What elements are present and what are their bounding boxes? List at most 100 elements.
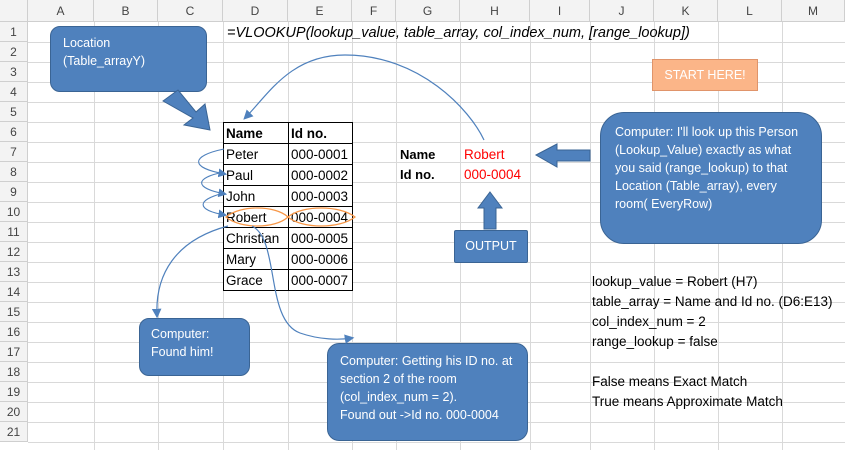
row-header-19[interactable]: 19	[0, 382, 28, 402]
row-header-5[interactable]: 5	[0, 102, 28, 122]
note-col-index[interactable]: col_index_num = 2	[592, 314, 706, 329]
table-cell-id[interactable]: 000-0004	[288, 206, 353, 228]
block-arrow-up	[477, 191, 503, 230]
table-cell-id[interactable]: 000-0007	[288, 269, 353, 291]
grid-line	[530, 22, 531, 450]
grid-line	[28, 282, 845, 283]
result-id-label[interactable]: Id no.	[400, 167, 435, 182]
row-header-15[interactable]: 15	[0, 302, 28, 322]
row-header-10[interactable]: 10	[0, 202, 28, 222]
row-header-17[interactable]: 17	[0, 342, 28, 362]
result-id-value[interactable]: 000-0004	[464, 167, 522, 182]
row-header-3[interactable]: 3	[0, 62, 28, 82]
column-header-d[interactable]: D	[223, 0, 288, 22]
row-header-4[interactable]: 4	[0, 82, 28, 102]
table-cell-id[interactable]: 000-0006	[288, 248, 353, 270]
row-header-12[interactable]: 12	[0, 242, 28, 262]
table-cell-name[interactable]: Robert	[223, 206, 289, 228]
block-arrow-left	[534, 143, 591, 168]
column-header-g[interactable]: G	[396, 0, 460, 22]
grid-line	[28, 202, 845, 203]
row-header-20[interactable]: 20	[0, 402, 28, 422]
row-header-18[interactable]: 18	[0, 362, 28, 382]
grid-line	[28, 242, 845, 243]
table-row: John 000-0003	[223, 185, 353, 207]
table-row: Peter 000-0001	[223, 143, 353, 165]
scan-arrow	[201, 171, 228, 198]
table-cell-id[interactable]: 000-0005	[288, 227, 353, 249]
row-header-21[interactable]: 21	[0, 422, 28, 442]
grid-line	[28, 222, 845, 223]
grid-line	[590, 22, 591, 450]
grid-line	[352, 22, 353, 450]
column-header-b[interactable]: B	[94, 0, 158, 22]
grid-line	[28, 42, 845, 43]
note-range-lookup[interactable]: range_lookup = false	[592, 334, 718, 349]
callout-computer-lookup[interactable]: Computer: I'll look up this Person (Look…	[600, 112, 822, 244]
column-header-c[interactable]: C	[158, 0, 223, 22]
row-header-7[interactable]: 7	[0, 142, 28, 162]
note-true-approx[interactable]: True means Approximate Match	[592, 394, 783, 409]
row-header-16[interactable]: 16	[0, 322, 28, 342]
highlight-ellipse-robert	[225, 207, 289, 227]
grid-line	[28, 342, 845, 343]
grid-line	[94, 22, 95, 450]
callout-found-him[interactable]: Computer: Found him!	[139, 318, 250, 376]
table-cell-id[interactable]: 000-0002	[288, 164, 353, 186]
row-header-2[interactable]: 2	[0, 42, 28, 62]
row-header-11[interactable]: 11	[0, 222, 28, 242]
column-header-l[interactable]: L	[718, 0, 782, 22]
column-header-k[interactable]: K	[654, 0, 718, 22]
table-cell-name[interactable]: Peter	[223, 143, 289, 165]
table-row: Mary 000-0006	[223, 248, 353, 270]
grid-line	[28, 442, 845, 443]
row-header-1[interactable]: 1	[0, 22, 28, 42]
output-box[interactable]: OUTPUT	[454, 230, 528, 263]
note-lookup-value[interactable]: lookup_value = Robert (H7)	[592, 274, 758, 289]
grid-line	[28, 182, 845, 183]
grid-line	[28, 302, 845, 303]
grid-line	[28, 82, 845, 83]
column-header-f[interactable]: F	[352, 0, 396, 22]
grid-line	[28, 122, 845, 123]
callout-location[interactable]: Location (Table_arrayY)	[50, 26, 207, 92]
table-header-name[interactable]: Name	[223, 122, 289, 144]
grid-line	[28, 262, 845, 263]
table-cell-name[interactable]: Paul	[223, 164, 289, 186]
curve-arrow-found	[151, 225, 229, 319]
select-all-corner[interactable]	[0, 0, 28, 22]
column-header-h[interactable]: H	[460, 0, 530, 22]
row-header-9[interactable]: 9	[0, 182, 28, 202]
result-name-label[interactable]: Name	[400, 147, 436, 162]
column-header-j[interactable]: J	[590, 0, 654, 22]
column-header-e[interactable]: E	[288, 0, 352, 22]
grid-line	[396, 22, 397, 450]
table-header-id[interactable]: Id no.	[288, 122, 353, 144]
column-header-a[interactable]: A	[28, 0, 94, 22]
start-here-box[interactable]: START HERE!	[652, 59, 758, 91]
table-cell-name[interactable]: Mary	[223, 248, 289, 270]
highlight-ellipse-id	[287, 207, 356, 227]
grid-line	[28, 322, 845, 323]
note-table-array[interactable]: table_array = Name and Id no. (D6:E13)	[592, 294, 833, 309]
note-false-exact[interactable]: False means Exact Match	[592, 374, 748, 389]
block-arrow-location	[162, 89, 211, 131]
callout-getting-id[interactable]: Computer: Getting his ID no. at section …	[327, 343, 528, 441]
grid-line	[28, 162, 845, 163]
curve-arrow-top	[243, 54, 485, 141]
result-name-value[interactable]: Robert	[464, 147, 505, 162]
row-header-6[interactable]: 6	[0, 122, 28, 142]
grid-line	[158, 22, 159, 450]
grid-line	[28, 62, 845, 63]
row-header-14[interactable]: 14	[0, 282, 28, 302]
table-cell-id[interactable]: 000-0001	[288, 143, 353, 165]
grid-line	[28, 142, 845, 143]
vlookup-formula-text[interactable]: =VLOOKUP(lookup_value, table_array, col_…	[227, 25, 690, 41]
column-header-i[interactable]: I	[530, 0, 590, 22]
row-header-8[interactable]: 8	[0, 162, 28, 182]
row-header-13[interactable]: 13	[0, 262, 28, 282]
table-cell-name[interactable]: John	[223, 185, 289, 207]
table-row: Robert 000-0004	[223, 206, 353, 228]
